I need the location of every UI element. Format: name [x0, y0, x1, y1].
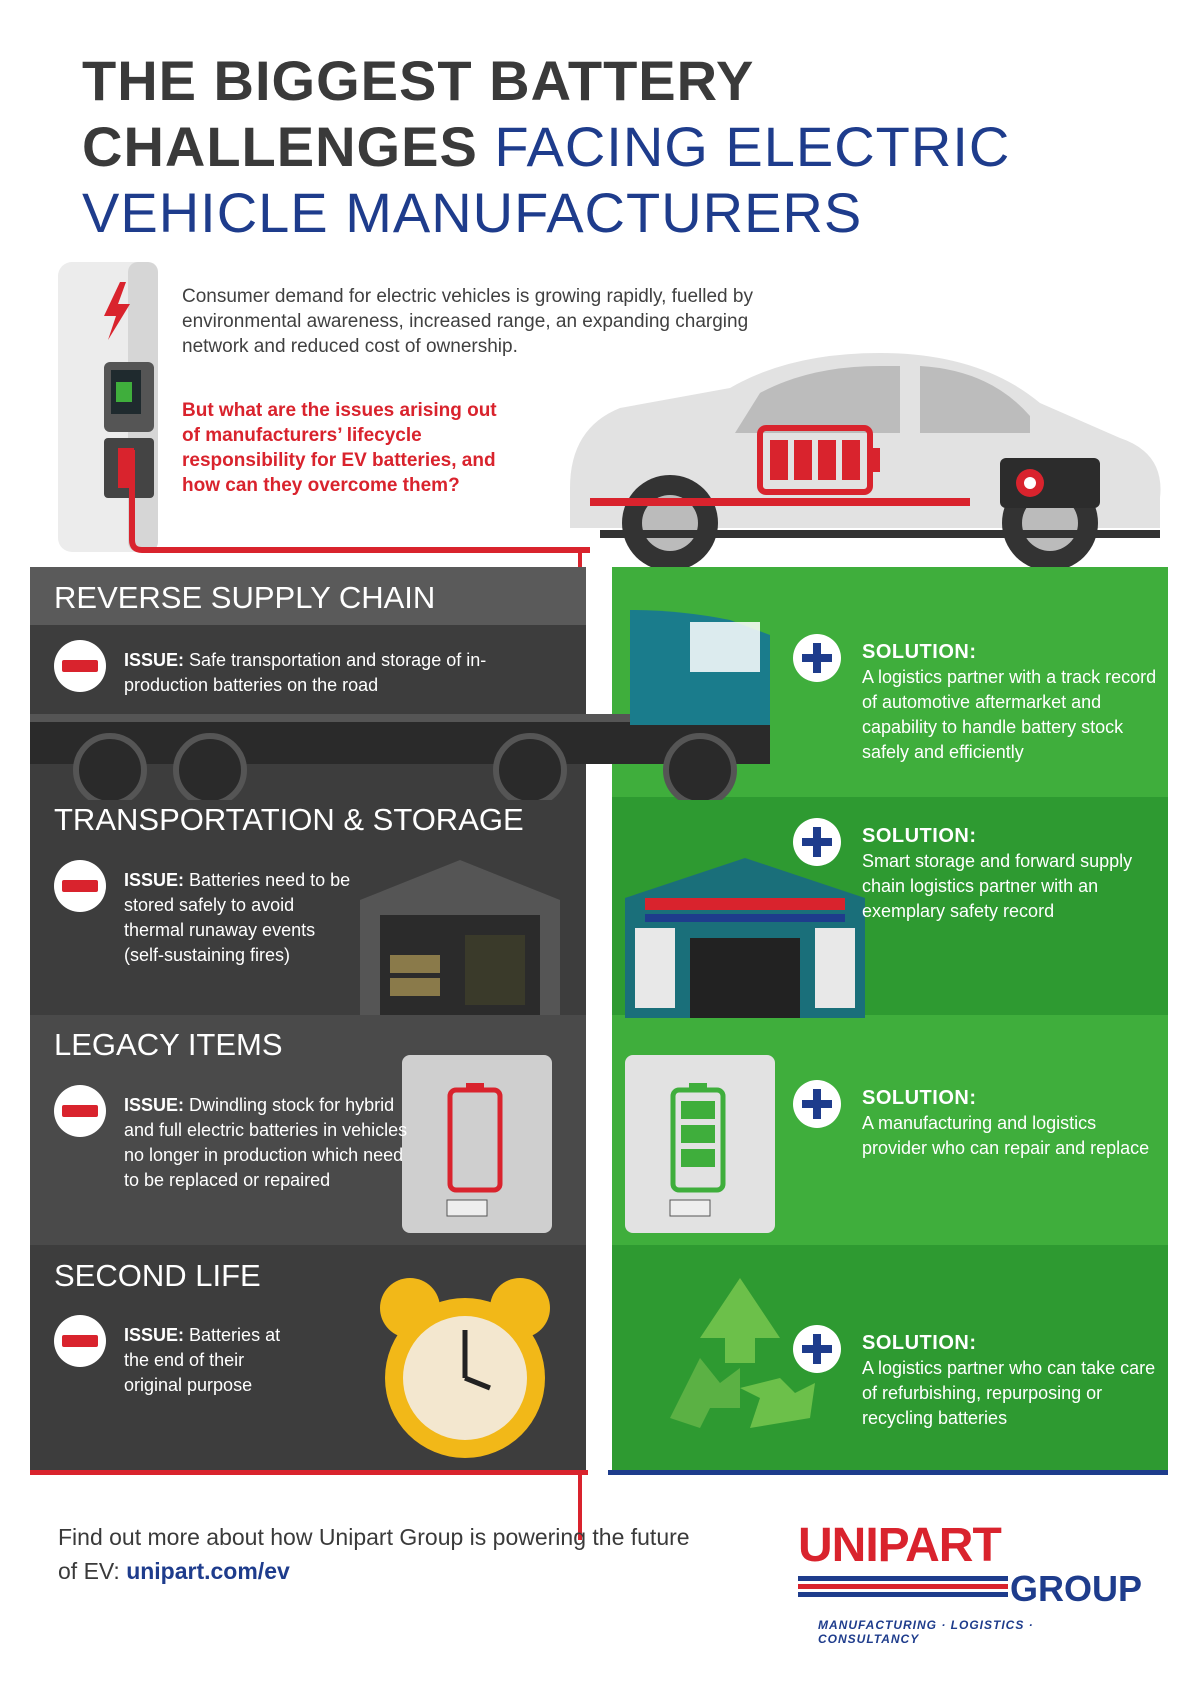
solution-text-2: SOLUTION: Smart storage and forward supp…: [862, 825, 1133, 921]
plus-icon: [793, 818, 841, 866]
title-line2-light: FACING ELECTRIC: [477, 115, 1011, 178]
section-title-legacy-items: LEGACY ITEMS: [54, 1027, 283, 1062]
warehouse-icon: [360, 860, 560, 1015]
recycle-icon: [670, 1278, 815, 1428]
minus-icon: [54, 1315, 106, 1367]
plus-icon: [793, 1080, 841, 1128]
logo-word1: UNIPART: [798, 1519, 1002, 1572]
intro-text: Consumer demand for electric vehicles is…: [182, 286, 753, 357]
solution-text-3: SOLUTION: A manufacturing and logistics …: [862, 1087, 1150, 1158]
electric-car-icon: [570, 353, 1161, 568]
battery-pack-icon: [402, 1055, 552, 1233]
footer-text: Find out more about how Unipart Group is…: [58, 1524, 690, 1584]
unipart-logo: UNIPART GROUP MANUFACTURING · LOGISTICS …: [798, 1518, 1142, 1646]
panel-solution-4: [612, 1245, 1168, 1470]
minus-icon: [54, 640, 106, 692]
title-line1: THE BIGGEST BATTERY: [82, 49, 755, 112]
logo-tagline: MANUFACTURING · LOGISTICS · CONSULTANCY: [818, 1618, 1034, 1646]
truck-icon: [30, 610, 770, 800]
title-line3: VEHICLE MANUFACTURERS: [82, 181, 863, 244]
section-title-transportation-storage: TRANSPORTATION & STORAGE: [54, 802, 524, 837]
minus-icon: [54, 860, 106, 912]
logo-word2: GROUP: [1010, 1568, 1143, 1609]
section-title-second-life: SECOND LIFE: [54, 1258, 261, 1293]
section-title-reverse-supply-chain: REVERSE SUPPLY CHAIN: [54, 580, 436, 615]
plus-icon: [793, 1325, 841, 1373]
footer-link[interactable]: unipart.com/ev: [126, 1558, 290, 1584]
page-title: THE BIGGEST BATTERY CHALLENGES FACING EL…: [82, 48, 1122, 246]
alarm-clock-icon: [380, 1278, 550, 1458]
title-line2-bold: CHALLENGES: [82, 115, 478, 178]
minus-icon: [54, 1085, 106, 1137]
warehouse-solution-icon: [625, 858, 865, 1018]
plus-icon: [793, 634, 841, 682]
question-text: But what are the issues arising out of m…: [182, 400, 497, 496]
issue-text-2: ISSUE: Batteries need to be stored safel…: [124, 870, 351, 965]
repaired-battery-icon: [625, 1055, 775, 1233]
issue-text-1: ISSUE: Safe transportation and storage o…: [124, 650, 487, 695]
issue-text-4: ISSUE: Batteries at the end of their ori…: [124, 1325, 281, 1395]
issue-text-3: ISSUE: Dwindling stock for hybrid and fu…: [124, 1095, 408, 1190]
solution-text-4: SOLUTION: A logistics partner who can ta…: [862, 1332, 1156, 1428]
solution-text-1: SOLUTION: A logistics partner with a tra…: [862, 641, 1157, 762]
